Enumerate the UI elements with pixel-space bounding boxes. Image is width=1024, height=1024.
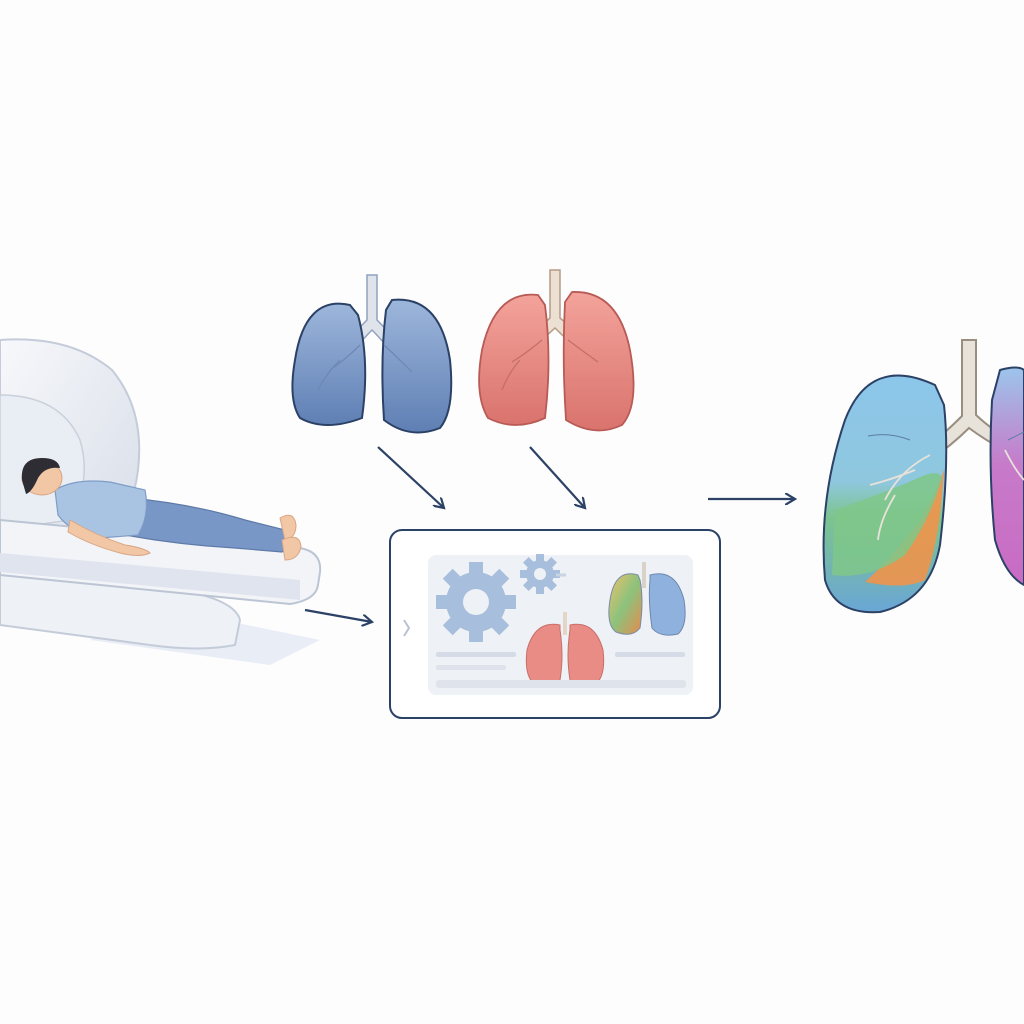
gear-icon [520,554,560,594]
patient-hair [21,458,60,494]
bronchi [501,339,599,391]
mini-red-lung [525,612,605,687]
ct-scanner [0,338,322,665]
right-lobe [381,298,453,434]
reference-lung-red [478,269,635,432]
panel-notch [403,619,411,637]
bronchi [867,431,1024,441]
arrows [304,446,795,622]
panel-text-line [436,665,506,670]
right-lobe [562,291,635,432]
arrow-red-lung-to-panel [529,446,585,508]
left-lobe [291,302,367,426]
left-lobe-green-region [832,473,942,576]
arrow-blue-lung-to-panel [377,446,444,508]
output-lung [822,339,1024,614]
panel-text-line [615,652,685,657]
patient [21,458,302,561]
gear-icon [436,562,516,642]
panel-text-line [436,652,516,657]
bronchi [869,449,1024,541]
patient-foot-2 [281,536,302,561]
processing-panel [389,529,721,719]
left-lobe [478,293,550,426]
right-lobe [989,366,1024,587]
reference-lung-blue [291,274,453,434]
panel-text-line [436,680,686,688]
left-lobe-orange-region [865,470,944,586]
mini-segmented-lung [608,562,686,636]
arrow-scanner-to-panel [304,608,372,622]
patient-arm [67,519,151,556]
bronchi [317,344,413,391]
scanner-table-edge [0,553,300,600]
